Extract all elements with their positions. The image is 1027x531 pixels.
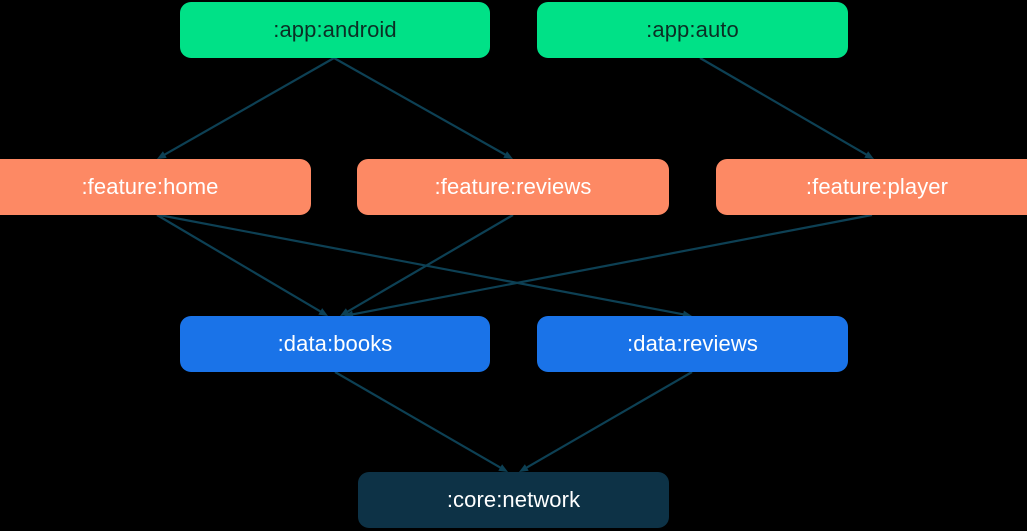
graph-edge-app-android-to-feature-reviews (333, 57, 513, 159)
graph-edge-feature-home-to-data-books (156, 214, 328, 316)
graph-node-feature-home[interactable]: :feature:home (0, 159, 311, 215)
graph-node-label: :app:android (273, 17, 397, 42)
graph-node-feature-player[interactable]: :feature:player (716, 159, 1027, 215)
edge-arrowhead-icon (503, 151, 513, 159)
graph-edge-feature-player-to-data-books (344, 213, 873, 319)
graph-node-data-books[interactable]: :data:books (180, 316, 490, 372)
edge-arrowhead-icon (498, 464, 508, 472)
edge-line (351, 213, 873, 316)
graph-node-app-auto[interactable]: :app:auto (537, 2, 848, 58)
edge-arrowhead-icon (340, 308, 350, 316)
edge-line (699, 57, 868, 157)
edge-line (334, 371, 502, 470)
edge-line (156, 214, 322, 314)
graph-edge-data-books-to-core-network (334, 371, 508, 472)
edge-line (346, 214, 514, 314)
edge-arrowhead-icon (157, 151, 167, 159)
graph-node-core-network[interactable]: :core:network (358, 472, 669, 528)
graph-node-data-reviews[interactable]: :data:reviews (537, 316, 848, 372)
edge-arrowhead-icon (318, 308, 328, 316)
graph-edge-data-reviews-to-core-network (519, 371, 693, 472)
graph-edge-app-android-to-feature-home (157, 57, 335, 159)
graph-edge-app-auto-to-feature-player (699, 57, 874, 159)
edge-arrowhead-icon (864, 151, 874, 159)
graph-node-app-android[interactable]: :app:android (180, 2, 490, 58)
graph-edge-feature-home-to-data-reviews (158, 213, 692, 319)
edge-line (158, 213, 685, 316)
graph-node-label: :data:reviews (627, 331, 758, 356)
graph-node-feature-reviews[interactable]: :feature:reviews (357, 159, 669, 215)
edge-line (525, 371, 693, 470)
graph-edge-feature-reviews-to-data-books (340, 214, 514, 316)
graph-node-label: :feature:reviews (434, 174, 592, 199)
graph-node-label: :feature:home (81, 174, 219, 199)
graph-node-label: :feature:player (805, 174, 949, 199)
edge-arrowhead-icon (519, 464, 529, 472)
graph-node-label: :app:auto (646, 17, 739, 42)
graph-node-label: :core:network (446, 487, 581, 512)
graph-node-label: :data:books (277, 331, 393, 356)
edge-line (163, 57, 335, 157)
edge-line (333, 57, 507, 157)
